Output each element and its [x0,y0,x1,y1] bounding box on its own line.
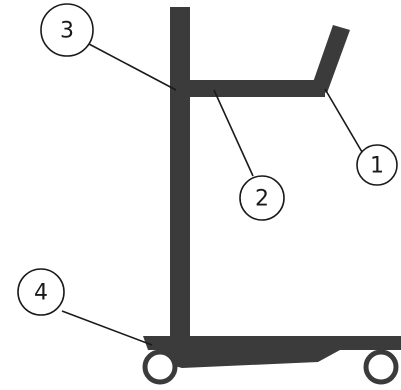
callout-2-label: 2 [255,187,269,212]
leader-line-4 [61,310,153,346]
callout-1-circle [356,144,398,186]
callout-3: 3 [40,3,94,57]
callout-3-label: 3 [60,19,74,44]
base-rail [160,336,401,368]
base-foot [143,336,172,350]
leader-line-1 [324,88,363,153]
rear-wheel [363,349,399,385]
front-wheel [142,349,178,385]
vertical-mast [170,7,190,345]
callout-4-label: 4 [34,281,48,306]
upper-arm [185,80,325,97]
callout-2: 2 [239,175,285,221]
leader-line-2 [213,89,254,177]
callout-1-label: 1 [370,154,384,179]
callout-4: 4 [17,268,65,316]
callout-4-circle [17,268,65,316]
callout-1: 1 [356,144,398,186]
callout-2-circle [239,175,285,221]
leader-line-3 [88,43,177,91]
angled-upright [311,25,350,93]
callout-3-circle [40,3,94,57]
